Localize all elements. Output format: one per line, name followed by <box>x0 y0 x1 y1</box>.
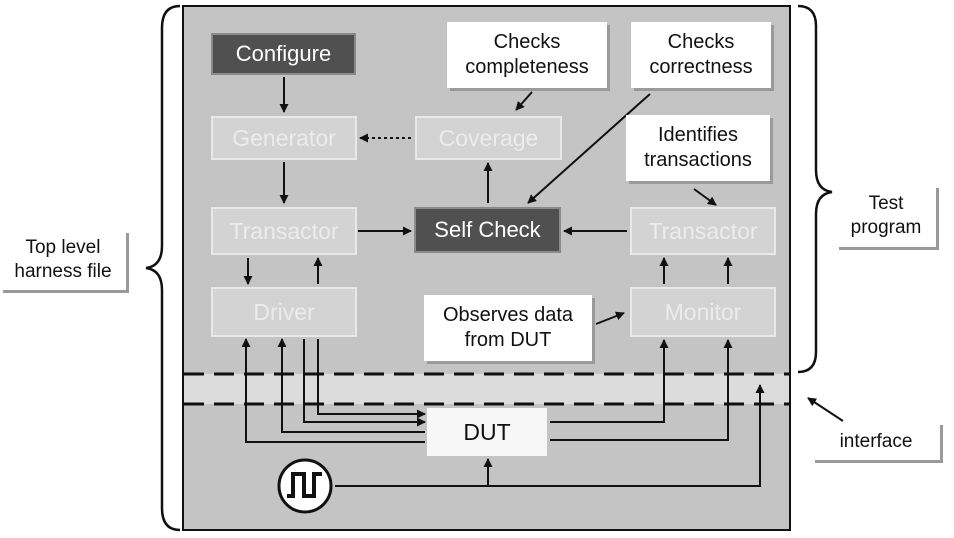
wire-driver-dut-2 <box>303 339 426 427</box>
arrow-observes-monitor <box>595 311 625 325</box>
wire-clock-interface <box>335 384 765 487</box>
test-program-brace <box>797 4 833 374</box>
top-level-harness-label: Top level harness file <box>0 230 126 290</box>
arrow-correctness-selfcheck <box>527 93 651 204</box>
wire-dut-driver-1 <box>241 338 425 443</box>
observes-data-note: Observes data from DUT <box>424 295 592 361</box>
interface-label: interface <box>812 422 940 460</box>
transactor-right-block: Transactor <box>630 207 776 255</box>
interface-band <box>184 374 789 404</box>
arrow-completeness-coverage <box>515 91 533 111</box>
clock-waveform-icon <box>287 472 322 498</box>
dut-block: DUT <box>427 408 547 456</box>
generator-block: Generator <box>211 116 357 160</box>
arrow-identifies-transactor <box>693 188 717 206</box>
identifies-transactions-note: Identifies transactions <box>626 115 770 181</box>
test-program-label: Test program <box>836 185 936 247</box>
coverage-block: Coverage <box>415 116 562 160</box>
configure-block: Configure <box>211 33 356 75</box>
monitor-block: Monitor <box>630 287 776 337</box>
wire-dut-driver-2 <box>277 338 425 433</box>
transactor-left-block: Transactor <box>211 207 357 255</box>
top-level-brace <box>145 4 181 532</box>
self-check-block: Self Check <box>414 207 561 253</box>
wire-dut-monitor-2 <box>550 339 733 441</box>
driver-block: Driver <box>211 287 357 337</box>
wire-dut-monitor-1 <box>550 339 669 423</box>
arrow-interface-pointer <box>807 397 844 422</box>
wire-driver-dut-1 <box>317 339 426 419</box>
checks-completeness-note: Checks completeness <box>447 22 607 88</box>
checks-correctness-note: Checks correctness <box>631 22 771 88</box>
